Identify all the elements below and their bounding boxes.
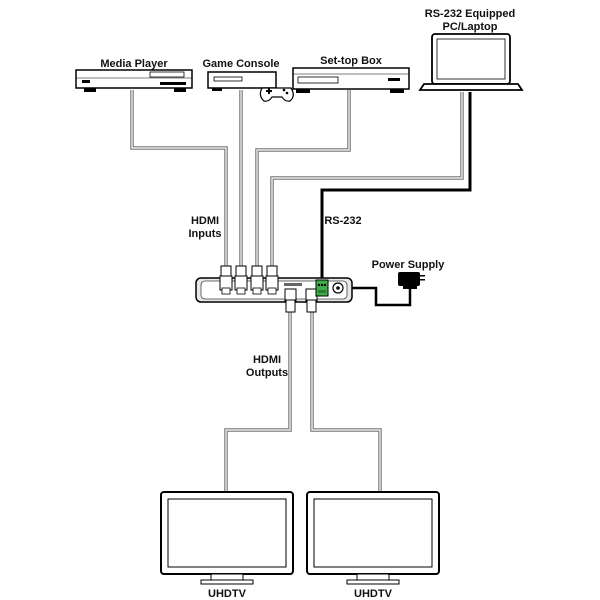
power-jack: [332, 282, 344, 294]
media-player-label: Media Player: [100, 58, 168, 70]
hdmi-input-cables: [130, 90, 464, 268]
hdmi-output-port-2: [305, 288, 318, 313]
settop-box-device: [292, 67, 410, 93]
hdmi-output-port-1: [284, 288, 297, 313]
hdmi-input-port-2: [234, 265, 248, 295]
game-console-device: [207, 71, 277, 91]
hdmi-input-ports: [219, 265, 279, 295]
rs232-label: RS-232: [324, 215, 361, 227]
hdmi-outputs-label-line2: Outputs: [246, 367, 288, 379]
uhdtv-right: [306, 491, 440, 585]
hdmi-output-ports: [284, 288, 318, 313]
cable-laptop-hdmi: [270, 92, 464, 268]
uhdtv-left: [160, 491, 294, 585]
hdmi-inputs-label-line2: Inputs: [189, 228, 222, 240]
game-console-label: Game Console: [202, 58, 279, 70]
cable-output-left: [224, 312, 292, 492]
hdmi-inputs-label-line1: HDMI: [191, 215, 219, 227]
cable-rs232: [320, 92, 472, 280]
cable-power: [346, 282, 412, 307]
cable-output-right: [310, 312, 382, 492]
uhdtv-right-label: UHDTV: [354, 588, 393, 600]
uhdtv-left-label: UHDTV: [208, 588, 247, 600]
hdmi-input-port-4: [265, 265, 279, 295]
laptop-device: [418, 33, 524, 91]
settop-box-label: Set-top Box: [320, 55, 383, 67]
rs232-terminal-block: [315, 279, 329, 297]
laptop-label-line2: PC/Laptop: [443, 21, 498, 33]
power-supply-label: Power Supply: [372, 259, 446, 271]
power-supply-adapter: [398, 272, 425, 289]
hdmi-input-port-1: [219, 265, 233, 295]
gamepad-icon: [259, 87, 294, 102]
hdmi-input-port-3: [250, 265, 264, 295]
laptop-label-line1: RS-232 Equipped: [425, 8, 515, 20]
hdmi-output-cables: [224, 312, 382, 492]
hdmi-outputs-label-line1: HDMI: [253, 354, 281, 366]
media-player-device: [75, 69, 193, 92]
cable-media-player: [130, 90, 228, 268]
